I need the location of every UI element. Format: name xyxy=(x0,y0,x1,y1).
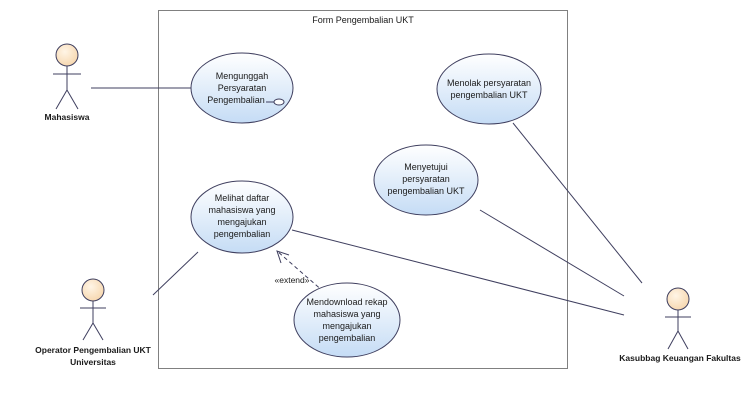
extend-relation xyxy=(276,250,325,293)
system-title: Form Pengembalian UKT xyxy=(312,15,414,25)
uc-label-line: mengajukan xyxy=(217,217,266,227)
use-case-mendownload[interactable]: Mendownload rekap mahasiswa yang mengaju… xyxy=(293,282,401,358)
assoc-operator-melihat xyxy=(152,251,199,296)
stick-figure-icon xyxy=(80,278,106,341)
extension-point-icon xyxy=(266,98,285,106)
uc-label-line: Pengembalian xyxy=(207,95,265,105)
uc-label-line: pengembalian UKT xyxy=(387,186,465,196)
uc-label-line: Menolak persyaratan xyxy=(447,78,531,88)
uc-label-line: mengajukan xyxy=(322,321,371,331)
uc-label-line: mahasiswa yang xyxy=(313,309,380,319)
assoc-menolak-kasubbag xyxy=(512,122,643,284)
use-case-menyetujui[interactable]: Menyetujui persyaratan pengembalian UKT xyxy=(373,144,479,216)
use-case-melihat[interactable]: Melihat daftar mahasiswa yang mengajukan… xyxy=(190,180,294,254)
actor-name-line: Operator Pengembalian UKT xyxy=(35,345,152,355)
assoc-menyetujui-kasubbag xyxy=(479,209,625,297)
actor-name-line: Universitas xyxy=(70,357,116,367)
actor-kasubbag[interactable]: Kasubbag Keuangan Fakultas xyxy=(619,287,741,363)
stick-figure-icon xyxy=(665,287,691,350)
actor-name: Mahasiswa xyxy=(45,112,90,122)
actor-mahasiswa[interactable]: Mahasiswa xyxy=(45,43,90,122)
uc-label-line: Melihat daftar xyxy=(215,193,270,203)
uc-label-line: Persyaratan xyxy=(218,83,267,93)
assoc-melihat-kasubbag xyxy=(291,229,625,316)
uc-label-line: pengembalian xyxy=(214,229,271,239)
use-case-menolak[interactable]: Menolak persyaratan pengembalian UKT xyxy=(436,53,542,125)
uc-label-line: pengembalian xyxy=(319,333,376,343)
associations xyxy=(91,87,643,316)
extend-line xyxy=(276,250,325,293)
extend-arrowhead xyxy=(276,250,290,264)
uc-label-line: mahasiswa yang xyxy=(208,205,275,215)
extend-label: «extend» xyxy=(275,275,310,285)
use-case-mengunggah[interactable]: Mengunggah Persyaratan Pengembalian xyxy=(190,52,294,124)
actor-name: Kasubbag Keuangan Fakultas xyxy=(619,353,741,363)
uc-label-line: Mengunggah xyxy=(216,71,269,81)
actor-operator[interactable]: Operator Pengembalian UKT Universitas xyxy=(35,278,152,367)
uc-label-line: Mendownload rekap xyxy=(306,297,387,307)
uc-label-line: pengembalian UKT xyxy=(450,90,528,100)
stick-figure-icon xyxy=(53,43,81,110)
uc-label-line: Menyetujui xyxy=(404,162,448,172)
uc-label-line: persyaratan xyxy=(402,174,450,184)
